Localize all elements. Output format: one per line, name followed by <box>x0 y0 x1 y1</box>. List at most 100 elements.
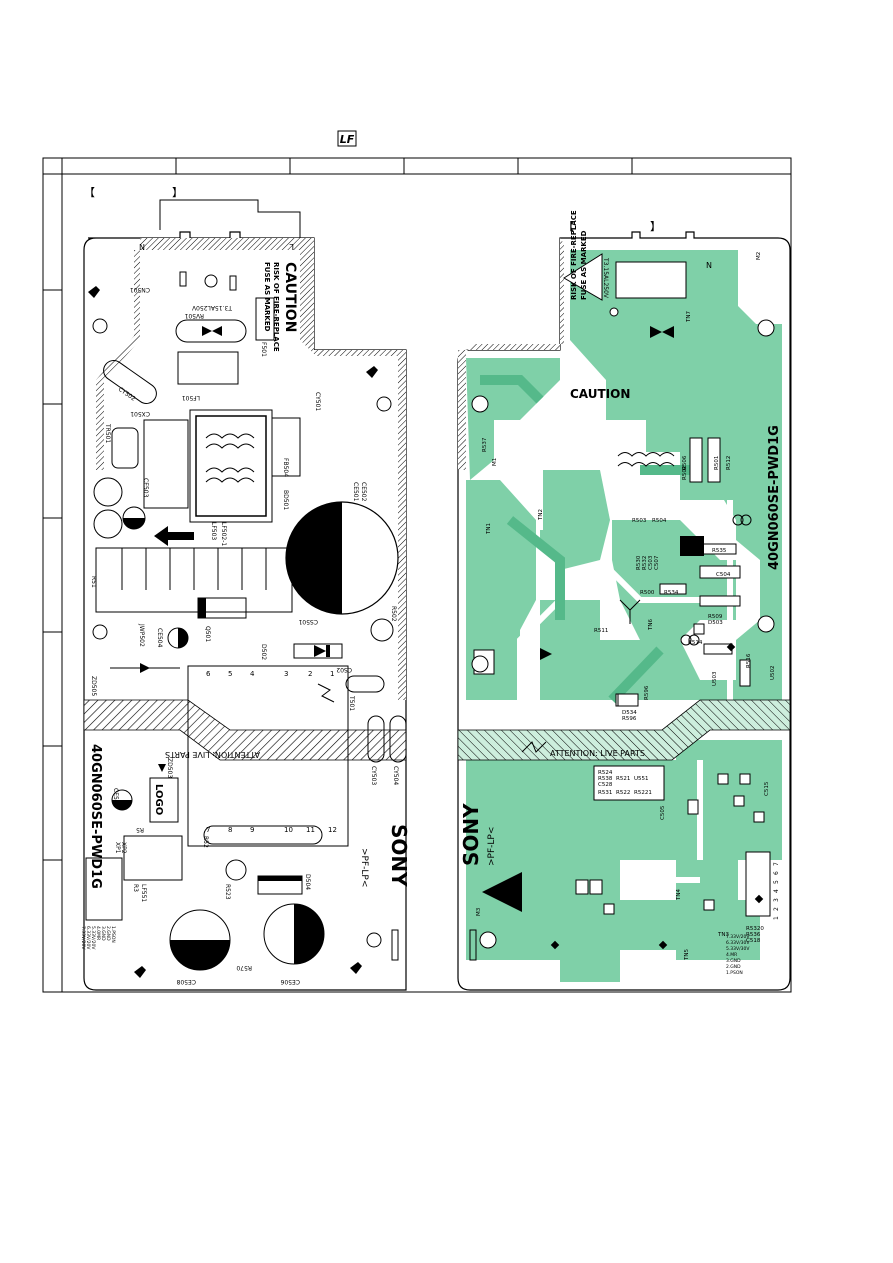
svg-text:M3: M3 <box>476 907 482 916</box>
svg-text:R514: R514 <box>688 640 703 646</box>
svg-text:R502: R502 <box>682 466 688 480</box>
svg-text:R52: R52 <box>202 836 209 848</box>
svg-text:7: 7 <box>206 826 210 834</box>
right-caution: CAUTION <box>570 387 630 401</box>
svg-text:CS02: CS02 <box>336 666 352 673</box>
svg-text:CE503: CE503 <box>142 478 149 498</box>
svg-text:R522: R522 <box>616 790 630 796</box>
svg-text:4: 4 <box>250 670 255 678</box>
svg-text:U502: U502 <box>770 665 776 680</box>
svg-text:C528: C528 <box>598 782 613 788</box>
svg-text:CE506: CE506 <box>280 978 300 985</box>
svg-text:R503: R503 <box>632 518 647 524</box>
svg-text:7: 7 <box>773 862 780 866</box>
right-fuse-rating: T3.15AL250V <box>602 257 609 299</box>
svg-text:2: 2 <box>773 907 780 911</box>
svg-text:2: 2 <box>308 670 312 678</box>
svg-text:RV501: RV501 <box>184 312 204 319</box>
svg-text:R5320: R5320 <box>746 926 764 932</box>
right-model: 40GN060SE-PWD1G <box>767 425 782 570</box>
svg-text:CE502: CE502 <box>360 482 367 502</box>
svg-text:R535: R535 <box>712 548 727 554</box>
svg-text:BD501: BD501 <box>282 490 289 510</box>
svg-text:R506: R506 <box>682 455 688 470</box>
svg-text:R501: R501 <box>714 456 720 470</box>
svg-text:R596: R596 <box>644 685 650 700</box>
svg-text:JWP502: JWP502 <box>138 623 145 647</box>
svg-text:D502: D502 <box>260 644 267 660</box>
svg-text:1.PSON: 1.PSON <box>110 926 116 943</box>
svg-text:4.0MR: 4.0MR <box>95 926 101 940</box>
right-connector-pins: 1 2 3 4 5 6 7 <box>773 862 780 920</box>
left-pin-numbers-bottom: 7 8 9 10 11 12 <box>206 826 337 834</box>
left-fuse-warning-2: FUSE AS MARKED <box>263 262 271 332</box>
svg-text:R504: R504 <box>652 518 667 524</box>
svg-text:TN2: TN2 <box>538 509 544 521</box>
svg-text:3.GND: 3.GND <box>100 926 106 941</box>
svg-text:TN3: TN3 <box>717 932 729 938</box>
svg-text:1.PSON: 1.PSON <box>726 970 743 976</box>
svg-text:R5: R5 <box>136 826 144 833</box>
svg-text:12: 12 <box>328 826 337 834</box>
svg-text:CE508: CE508 <box>176 978 196 985</box>
left-caution: CAUTION <box>282 262 298 332</box>
drawing-frame <box>42 157 792 993</box>
svg-text:4: 4 <box>773 889 780 893</box>
left-bracket-open: 【 <box>84 186 95 199</box>
right-brand-sub: >PF-LP< <box>487 827 497 866</box>
svg-text:F501: F501 <box>260 342 267 357</box>
svg-text:CY503: CY503 <box>370 766 377 785</box>
svg-text:C507: C507 <box>654 555 660 570</box>
svg-text:R523: R523 <box>224 884 231 900</box>
left-fuse-warning-1: RISK OF FIRE-REPLACE <box>272 262 280 352</box>
header-logo: LF <box>337 130 357 147</box>
svg-text:CY504: CY504 <box>392 766 399 785</box>
right-board: T3.15AL250V N RISK OF FIRE-REPLACE FUSE … <box>457 210 791 991</box>
right-brand: SONY <box>459 803 483 866</box>
svg-text:M2: M2 <box>756 252 762 260</box>
svg-text:CE501: CE501 <box>352 482 359 502</box>
left-fuse-rating: T3.15AL250V <box>191 304 233 311</box>
right-output-labels: 7.33V/20V 6.33V/30V 5.33V/30V 4.MR 3.GND… <box>726 934 750 976</box>
svg-text:TN1: TN1 <box>486 523 492 535</box>
svg-text:TN4: TN4 <box>676 889 682 901</box>
right-bracket-open: 【 <box>563 220 574 233</box>
svg-text:6.33V/20V: 6.33V/20V <box>85 926 91 950</box>
svg-text:LF551: LF551 <box>140 884 147 902</box>
left-attention: ATTENTION: LIVE PARTS <box>165 750 260 759</box>
svg-text:R524: R524 <box>598 770 613 776</box>
svg-text:4.MR: 4.MR <box>726 952 737 958</box>
svg-text:CE504: CE504 <box>156 628 163 648</box>
svg-text:R502: R502 <box>390 606 397 622</box>
right-fuse-warning-2: FUSE AS MARKED <box>580 230 588 300</box>
svg-text:1: 1 <box>330 670 334 678</box>
svg-text:3: 3 <box>284 670 288 678</box>
svg-text:5.33V/20V: 5.33V/20V <box>90 926 96 950</box>
right-fuse-warning-1: RISK OF FIRE-REPLACE <box>570 210 578 300</box>
svg-text:C503: C503 <box>648 555 654 570</box>
svg-text:7.33V/20V: 7.33V/20V <box>726 934 750 940</box>
svg-text:5.33V/30V: 5.33V/30V <box>726 946 750 952</box>
svg-text:R516: R516 <box>746 653 752 668</box>
svg-text:CS501: CS501 <box>298 618 318 625</box>
svg-text:10: 10 <box>284 826 293 834</box>
svg-text:R51: R51 <box>90 576 97 588</box>
svg-text:5: 5 <box>228 670 232 678</box>
svg-text:CN501: CN501 <box>130 286 150 293</box>
svg-text:2.GND: 2.GND <box>105 926 111 941</box>
svg-text:6: 6 <box>773 871 780 875</box>
left-output-labels: 7.33V/20V 6.33V/20V 5.33V/20V 4.0MR 3.GN… <box>80 926 116 950</box>
svg-text:5: 5 <box>773 880 780 884</box>
svg-text:6: 6 <box>206 670 211 678</box>
svg-text:R570: R570 <box>236 964 252 971</box>
svg-text:R500: R500 <box>640 590 655 596</box>
svg-text:R596: R596 <box>622 716 637 722</box>
svg-text:R532: R532 <box>642 556 648 570</box>
svg-text:3.GND: 3.GND <box>726 958 741 964</box>
svg-text:R511: R511 <box>594 628 608 634</box>
left-component-labels: CN501 RV501 F501 LF501 CY502 CX501 TR501… <box>90 286 399 985</box>
right-mains-N: N <box>706 261 712 270</box>
left-model: 40GN060SE-PWD1G <box>88 744 103 889</box>
svg-text:FB504: FB504 <box>282 458 289 477</box>
svg-text:TR501: TR501 <box>104 423 111 443</box>
